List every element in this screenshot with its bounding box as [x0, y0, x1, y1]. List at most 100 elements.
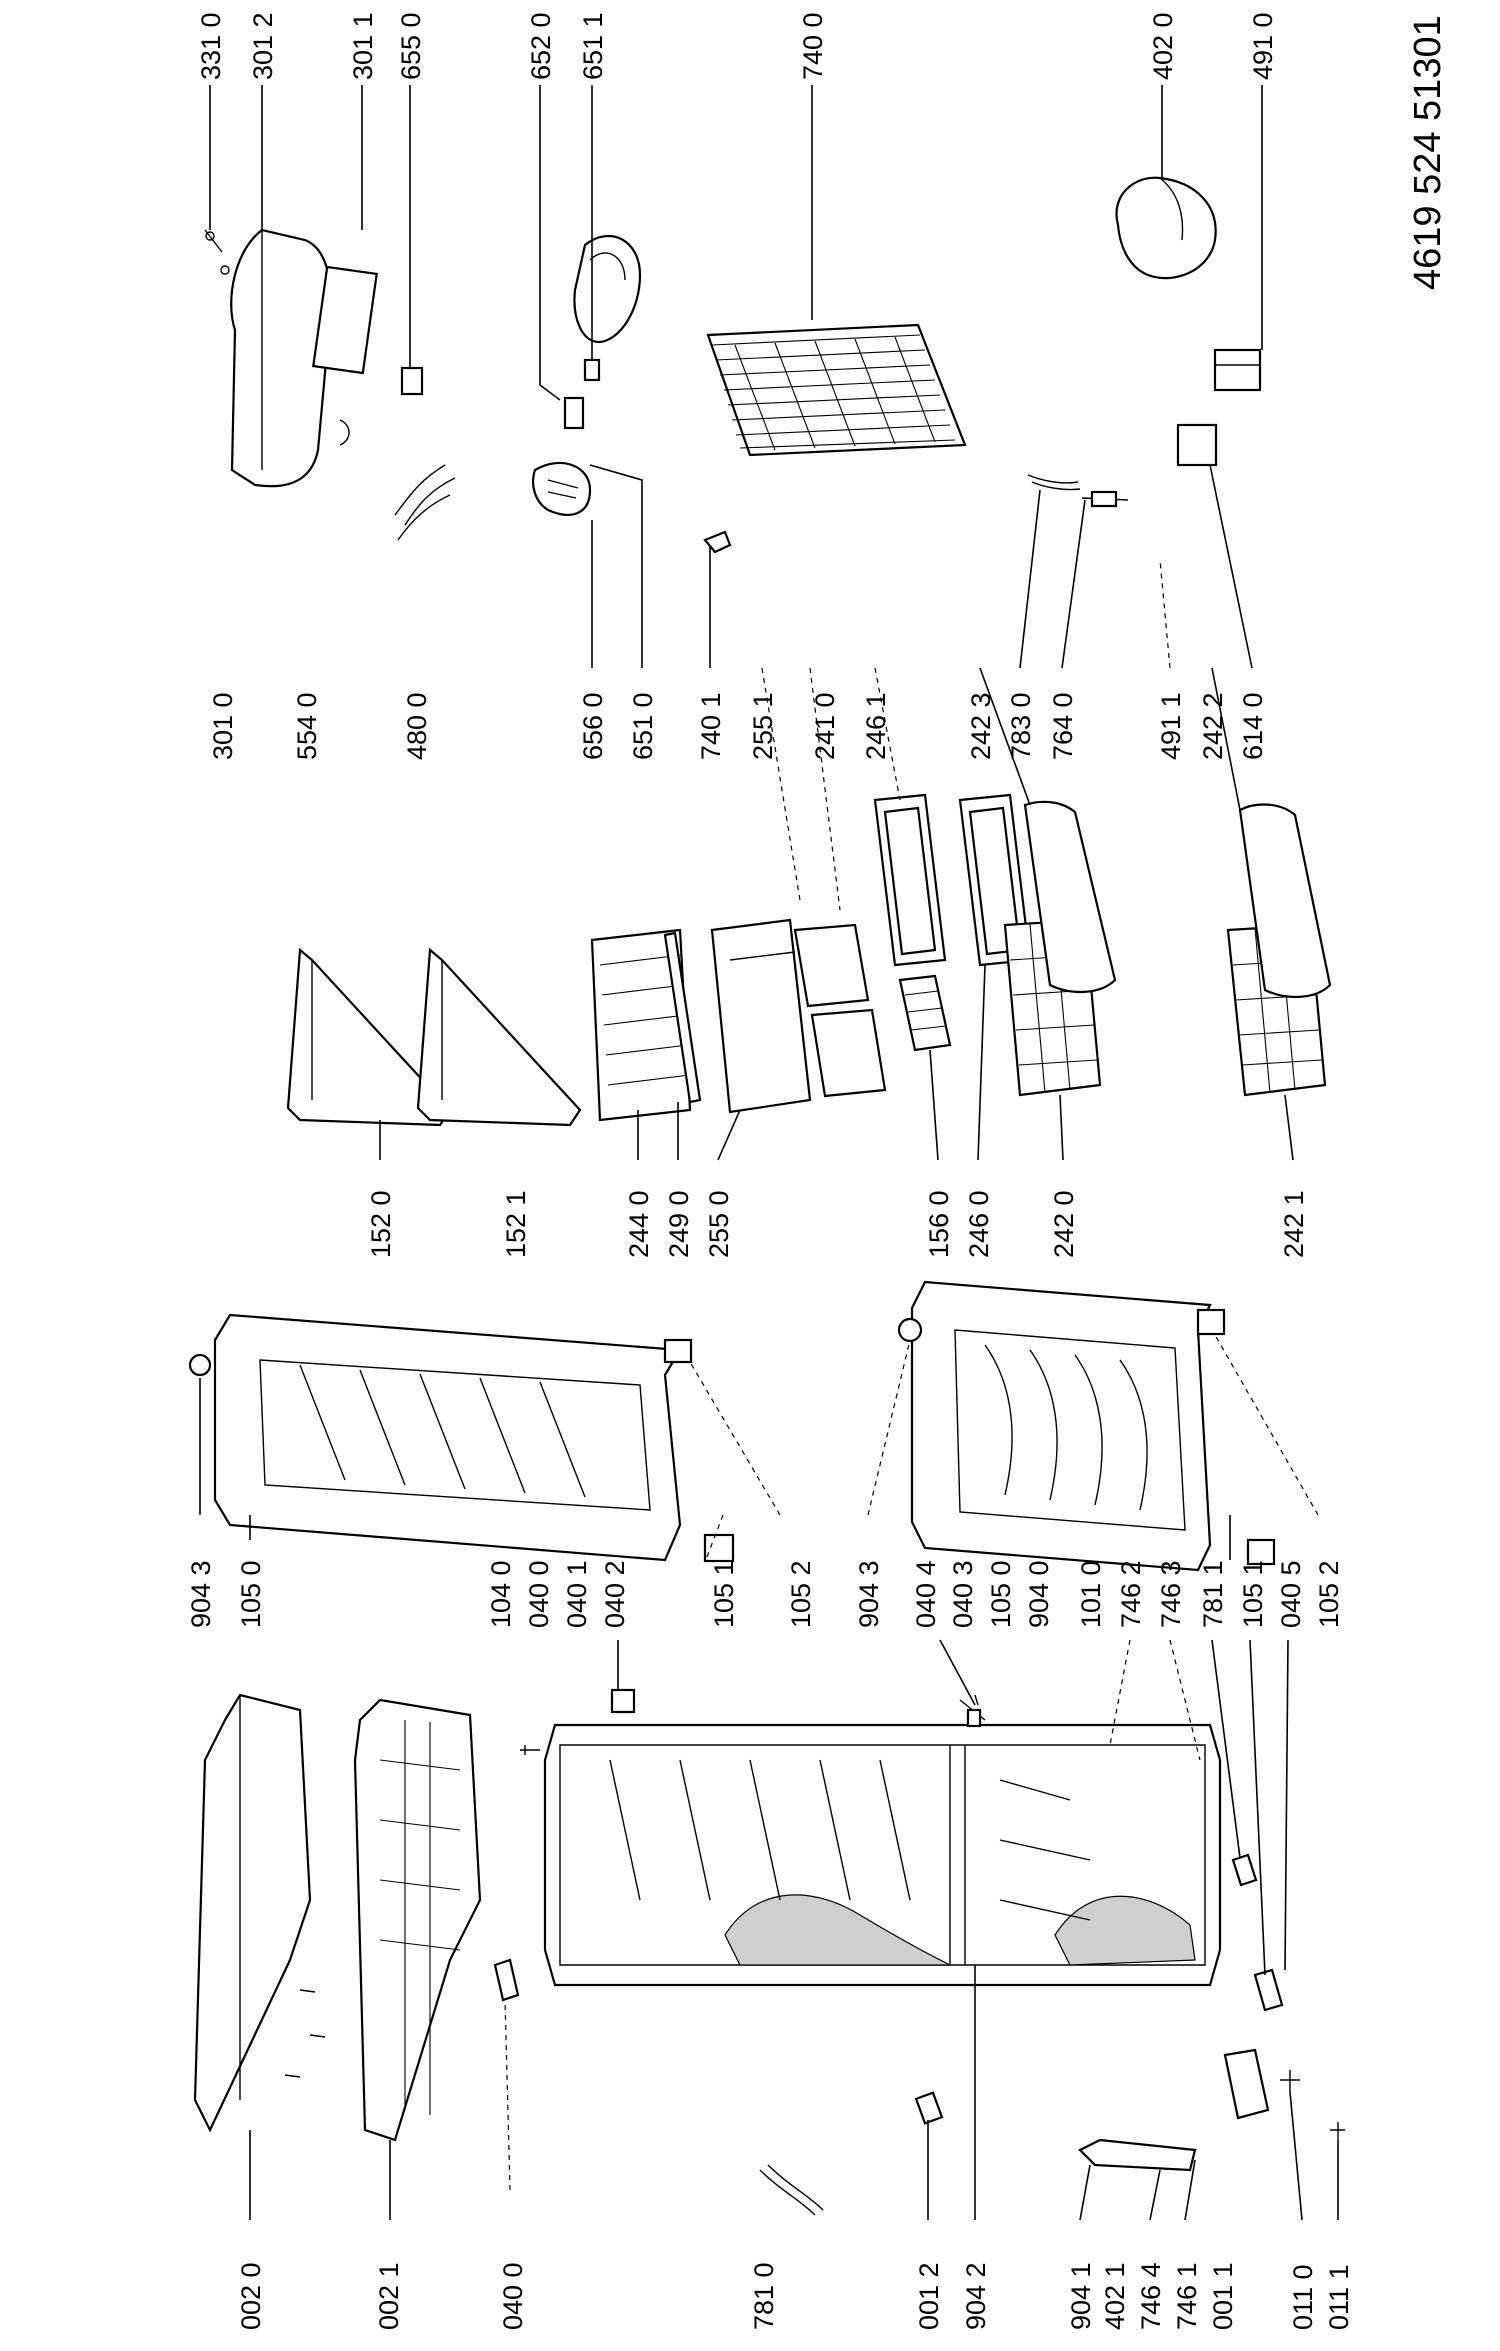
- callout-label: 105 0: [236, 1560, 266, 1628]
- wiring-harness-part: [394, 464, 456, 541]
- callout-label: 244 0: [624, 1190, 654, 1258]
- hinge-part: [1196, 1308, 1276, 1566]
- ice-tray-part: [898, 974, 952, 1052]
- relay-part: [1213, 348, 1262, 392]
- callout-label: 746 3: [1156, 1560, 1186, 1628]
- control-knob-part: [204, 229, 223, 253]
- callout-label: 040 2: [600, 1560, 630, 1628]
- callout-label: 002 1: [374, 2262, 404, 2330]
- document-number: 4619 524 51301: [1407, 15, 1449, 290]
- callout-label: 040 1: [562, 1560, 592, 1628]
- callout-label: 249 0: [664, 1190, 694, 1258]
- callout-label: 746 4: [1136, 2262, 1166, 2330]
- condenser-coil-part: [706, 323, 967, 457]
- door-shelf-part: [416, 947, 582, 1127]
- callout-label: 156 0: [924, 1190, 954, 1258]
- callout-label: 255 1: [748, 692, 778, 760]
- callout-label: 105 2: [1314, 1560, 1344, 1628]
- callout-label: 783 0: [1006, 692, 1036, 760]
- callout-label: 651 1: [578, 12, 608, 80]
- callout-label: 011 1: [1324, 2264, 1354, 2330]
- callout-label: 740 1: [696, 692, 726, 760]
- callout-label: 740 0: [798, 12, 828, 80]
- callout-label: 402 0: [1148, 12, 1178, 80]
- callout-label: 904 3: [186, 1560, 216, 1628]
- top-cover-part: [193, 1693, 312, 2133]
- control-housing-part: [220, 228, 378, 488]
- callout-label: 904 2: [961, 2262, 991, 2330]
- callout-label: 554 0: [292, 692, 322, 760]
- callout-label: 152 0: [366, 1190, 396, 1258]
- callout-label: 301 1: [348, 12, 378, 80]
- callout-label: 040 3: [948, 1560, 978, 1628]
- hinge-cap-part: [897, 1317, 923, 1343]
- callout-label: 781 0: [749, 2262, 779, 2330]
- condenser-bracket-part: [703, 530, 732, 554]
- callout-label: 491 0: [1248, 12, 1278, 80]
- callout-label: 241 0: [810, 692, 840, 760]
- crisper-bin-part: [793, 923, 887, 1098]
- glass-shelf-part: [710, 918, 812, 1114]
- callout-label: 655 0: [396, 12, 426, 80]
- callout-label: 040 4: [911, 1560, 941, 1628]
- callout-label: 001 1: [1208, 2262, 1238, 2330]
- hinge-cap-part: [188, 1353, 212, 1377]
- callout-label: 242 0: [1049, 1190, 1079, 1258]
- bottom-bracket-part: [1223, 2048, 1270, 2120]
- callout-labels: 331 0 301 2 301 1 655 0 652 0 651 1 740 …: [186, 12, 1354, 2330]
- callout-label: 402 1: [1100, 2262, 1130, 2330]
- callout-label: 746 2: [1116, 1560, 1146, 1628]
- callout-label: 656 0: [578, 692, 608, 760]
- callout-label: 040 5: [1276, 1560, 1306, 1628]
- wire-shelf-part: [590, 928, 692, 1122]
- top-frame-part: [353, 1698, 482, 2142]
- lamp-socket-part: [563, 358, 601, 430]
- thermostat-knob-part: [610, 1688, 636, 1714]
- cabinet-body-part: [543, 1723, 1222, 1987]
- callout-label: 904 1: [1066, 2262, 1096, 2330]
- switch-part: [400, 366, 424, 396]
- freezer-door-part: [910, 1280, 1212, 1572]
- hinge-part: [1253, 1968, 1284, 2012]
- plinth-part: [1078, 2138, 1197, 2172]
- callout-label: 652 0: [526, 12, 556, 80]
- callout-label: 242 2: [1198, 692, 1228, 760]
- callout-label: 904 0: [1024, 1560, 1054, 1628]
- hinge-part: [493, 1958, 520, 2002]
- callout-label: 255 0: [704, 1190, 734, 1258]
- callout-label: 904 3: [854, 1560, 884, 1628]
- callout-label: 781 1: [1198, 1560, 1228, 1628]
- callout-label: 614 0: [1238, 692, 1268, 760]
- screw-part: [284, 1989, 326, 2078]
- callout-label: 301 2: [248, 12, 278, 80]
- compressor-part: [1115, 176, 1217, 280]
- callout-label: 040 0: [524, 1560, 554, 1628]
- fridge-door-part: [213, 1313, 682, 1562]
- callout-label: 040 0: [498, 2262, 528, 2330]
- callout-label: 491 1: [1156, 692, 1186, 760]
- callout-label: 105 2: [786, 1560, 816, 1628]
- drier-part: [1081, 490, 1129, 508]
- callout-label: 105 0: [986, 1560, 1016, 1628]
- callout-label: 242 3: [966, 692, 996, 760]
- callout-label: 301 0: [208, 692, 238, 760]
- callout-label: 105 1: [1238, 1560, 1268, 1628]
- adjustable-foot-part: [1280, 2070, 1345, 2140]
- freezer-frame-part: [873, 793, 947, 967]
- hinge-part: [1231, 1853, 1258, 1887]
- drain-pipe-part: [759, 2164, 824, 2216]
- door-stop-part: [914, 2091, 944, 2125]
- callout-label: 246 0: [964, 1190, 994, 1258]
- callout-label: 764 0: [1048, 692, 1078, 760]
- callout-label: 011 0: [1288, 2264, 1318, 2330]
- thermostat-part: [1176, 423, 1218, 467]
- door-shelf-part: [286, 947, 452, 1127]
- callout-label: 480 0: [402, 692, 432, 760]
- pipe-part: [1027, 474, 1081, 491]
- basket-front-part: [1238, 803, 1332, 999]
- callout-label: 746 1: [1172, 2262, 1202, 2330]
- leader-lines: [199, 85, 1339, 2221]
- callout-label: 002 0: [236, 2262, 266, 2330]
- callout-label: 104 0: [486, 1560, 516, 1628]
